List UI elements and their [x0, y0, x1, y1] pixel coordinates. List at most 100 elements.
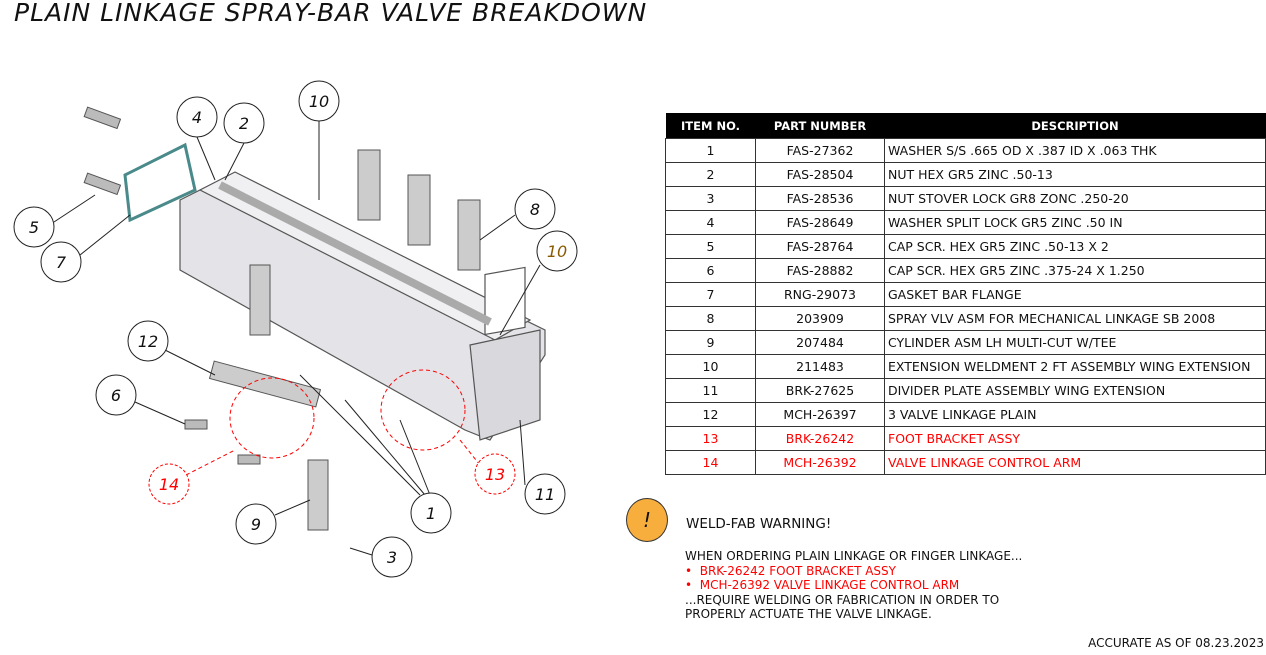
- cell-item: 10: [665, 354, 756, 379]
- callout-number: 3: [387, 548, 397, 567]
- cell-desc: CYLINDER ASM LH MULTI-CUT W/TEE: [884, 330, 1266, 355]
- callout-number: 12: [138, 332, 158, 351]
- cell-part: BRK-27625: [755, 378, 885, 403]
- cell-desc: NUT HEX GR5 ZINC .50-13: [884, 162, 1266, 187]
- cell-desc: FOOT BRACKET ASSY: [884, 426, 1266, 451]
- cell-item: 12: [665, 402, 756, 427]
- cell-item: 9: [665, 330, 756, 355]
- cell-part: FAS-27362: [755, 138, 885, 163]
- cell-part: 203909: [755, 306, 885, 331]
- header-item-no: ITEM NO.: [665, 113, 756, 139]
- callout-balloon: 11: [524, 473, 566, 515]
- callout-number: 10: [309, 92, 329, 111]
- leader-lines: [53, 121, 541, 556]
- callout-circle: [176, 96, 218, 138]
- callout-number: 10: [547, 242, 567, 261]
- callout-circle: [536, 230, 578, 272]
- cell-desc: NUT STOVER LOCK GR8 ZONC .250-20: [884, 186, 1266, 211]
- warning-item: • MCH-26392 VALVE LINKAGE CONTROL ARM: [685, 578, 960, 592]
- cell-item: 3: [665, 186, 756, 211]
- cell-item: 11: [665, 378, 756, 403]
- warning-item-text: BRK-26242 FOOT BRACKET ASSY: [699, 563, 896, 578]
- cell-desc: DIVIDER PLATE ASSEMBLY WING EXTENSION: [884, 378, 1266, 403]
- callout-number: 11: [535, 485, 555, 504]
- callout-circle: [95, 374, 137, 416]
- cell-desc: VALVE LINKAGE CONTROL ARM: [884, 450, 1266, 475]
- callout-number: 13: [485, 465, 505, 484]
- bolts: [83, 106, 261, 465]
- cell-item: 13: [665, 426, 756, 451]
- warning-body: WHEN ORDERING PLAIN LINKAGE OR FINGER LI…: [685, 549, 1025, 622]
- callout-circle: [524, 473, 566, 515]
- callout-number: 8: [530, 200, 540, 219]
- cell-desc: WASHER SPLIT LOCK GR5 ZINC .50 IN: [884, 210, 1266, 235]
- callout-balloon: 3: [371, 536, 413, 578]
- cell-desc: CAP SCR. HEX GR5 ZINC .50-13 X 2: [884, 234, 1266, 259]
- cell-desc: EXTENSION WELDMENT 2 FT ASSEMBLY WING EX…: [884, 354, 1266, 379]
- callout-number: 6: [111, 386, 121, 405]
- cell-part: FAS-28764: [755, 234, 885, 259]
- cell-item: 1: [665, 138, 756, 163]
- callout-balloon: 6: [95, 374, 137, 416]
- callout-balloon: 2: [223, 102, 265, 144]
- warning-icon: !: [626, 498, 668, 542]
- callout-balloon: 10: [298, 80, 340, 122]
- valves: [208, 149, 481, 531]
- callout-balloon: 1: [410, 492, 452, 534]
- callout-circle: [40, 241, 82, 283]
- cell-item: 14: [665, 450, 756, 475]
- callout-circle: [223, 102, 265, 144]
- header-description: DESCRIPTION: [884, 113, 1266, 139]
- cell-item: 2: [665, 162, 756, 187]
- cell-part: 207484: [755, 330, 885, 355]
- warning-intro: WHEN ORDERING PLAIN LINKAGE OR FINGER LI…: [685, 549, 1023, 563]
- spray-bar-body: [123, 142, 546, 441]
- callout-number: 5: [29, 218, 39, 237]
- cell-part: FAS-28882: [755, 258, 885, 283]
- accuracy-date: ACCURATE AS OF 08.23.2023: [1088, 636, 1264, 650]
- page-title: PLAIN LINKAGE SPRAY-BAR VALVE BREAKDOWN: [14, 0, 648, 27]
- callout-balloon: 5: [13, 206, 55, 248]
- cell-desc: 3 VALVE LINKAGE PLAIN: [884, 402, 1266, 427]
- callout-circle: [298, 80, 340, 122]
- callout-balloon: 4: [176, 96, 218, 138]
- header-part-number: PART NUMBER: [755, 113, 885, 139]
- cell-item: 4: [665, 210, 756, 235]
- cell-part: FAS-28536: [755, 186, 885, 211]
- callout-circle: [127, 320, 169, 362]
- callout-number: 4: [192, 108, 202, 127]
- callout-circle: [13, 206, 55, 248]
- cell-item: 8: [665, 306, 756, 331]
- callout-number: 14: [159, 475, 179, 494]
- callout-balloon: 8: [514, 188, 556, 230]
- warning-item-text: MCH-26392 VALVE LINKAGE CONTROL ARM: [699, 578, 960, 592]
- callout-circle: [474, 453, 516, 495]
- callout-balloon: 7: [40, 241, 82, 283]
- callout-balloon: 10: [536, 230, 578, 272]
- callout-circle: [235, 503, 277, 545]
- warning-outro: ...REQUIRE WELDING OR FABRICATION IN ORD…: [685, 592, 1000, 622]
- callout-balloon: 14: [148, 463, 190, 505]
- cell-desc: CAP SCR. HEX GR5 ZINC .375-24 X 1.250: [884, 258, 1266, 283]
- cell-part: BRK-26242: [755, 426, 885, 451]
- cell-desc: GASKET BAR FLANGE: [884, 282, 1266, 307]
- callout-circle: [148, 463, 190, 505]
- cell-part: MCH-26392: [755, 450, 885, 475]
- cell-part: RNG-29073: [755, 282, 885, 307]
- cell-part: FAS-28504: [755, 162, 885, 187]
- warning-title: WELD-FAB WARNING!: [686, 516, 832, 532]
